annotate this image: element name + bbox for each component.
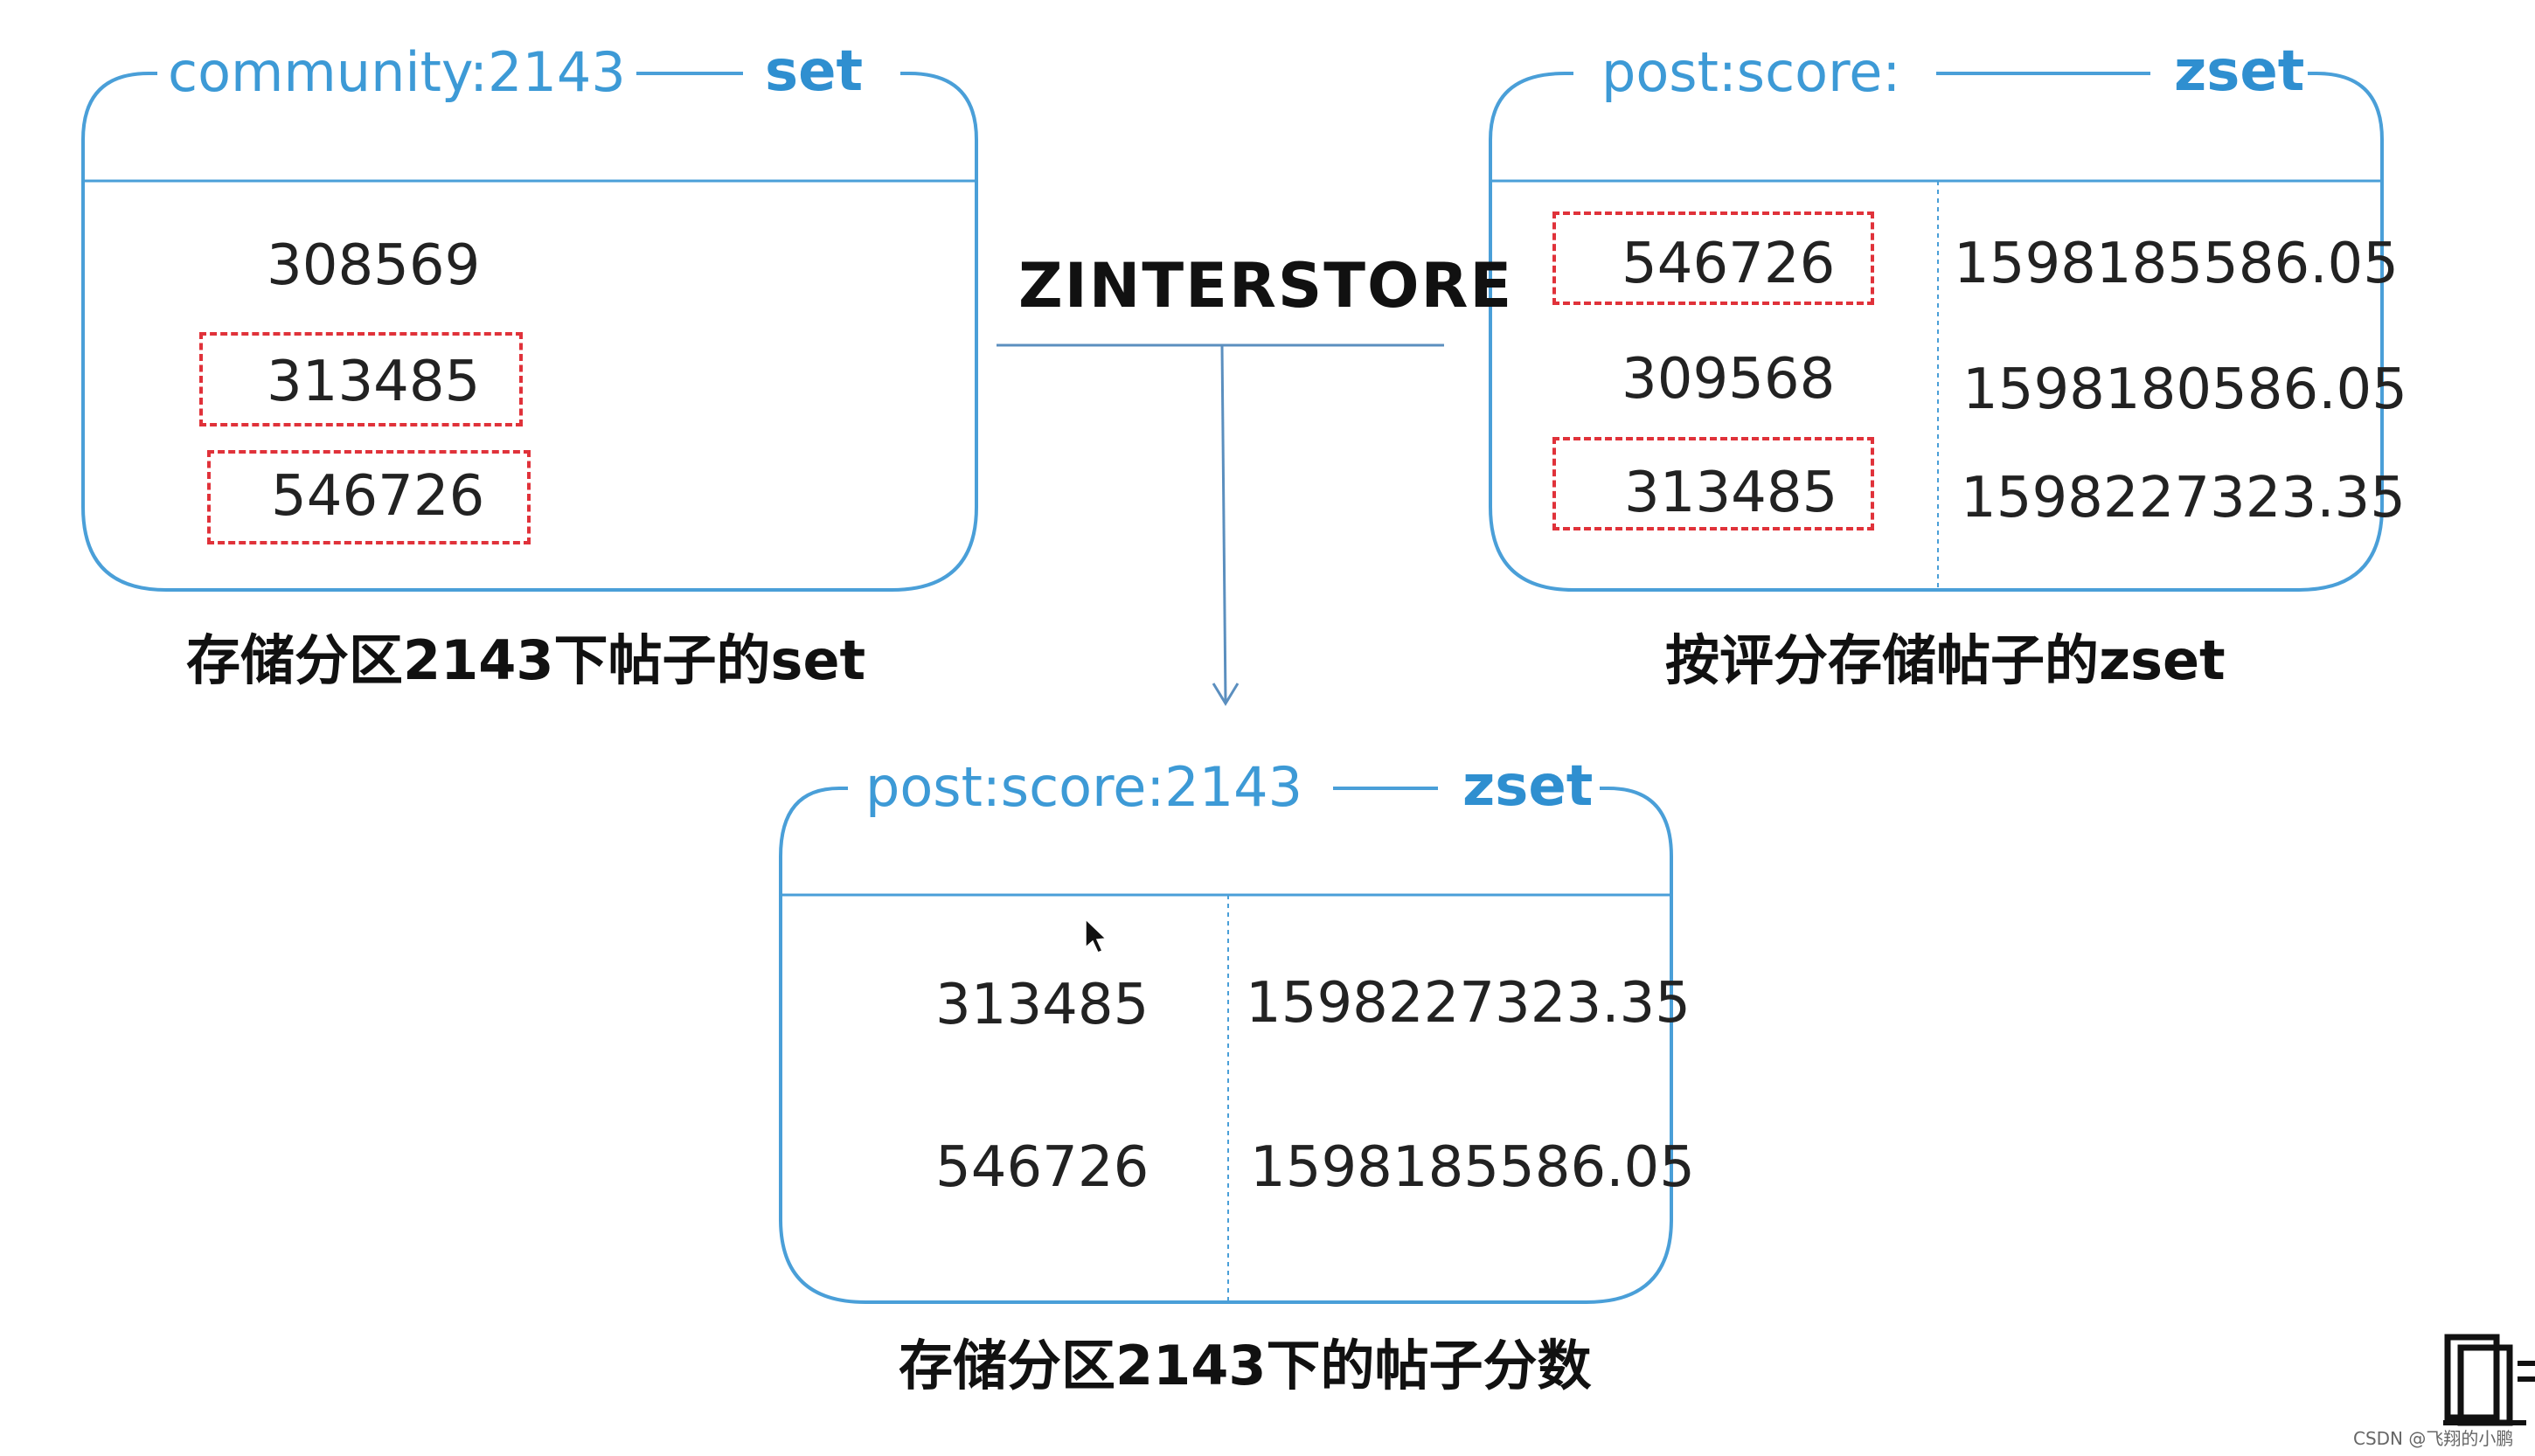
right-highlight-546726 <box>1552 211 1874 305</box>
right-highlight-313485 <box>1552 437 1874 530</box>
right-box-type: zset <box>2174 39 2305 104</box>
operation-arrow-head <box>1212 683 1240 706</box>
operation-arrow-shaft <box>1220 344 1227 703</box>
right-member-1: 546726 <box>1622 232 1836 296</box>
right-score-2: 1598180586.05 <box>1962 357 2407 422</box>
right-box-caption: 按评分存储帖子的zset <box>1665 628 2226 692</box>
result-score-1: 1598227323.35 <box>1246 971 1691 1036</box>
left-set-box-outline <box>81 72 978 592</box>
operation-label: ZINTERSTORE <box>1018 250 1514 322</box>
left-box-title: community:2143 <box>168 40 626 104</box>
result-box-caption: 存储分区2143下的帖子分数 <box>899 1334 1592 1397</box>
right-member-3: 313485 <box>1624 461 1838 525</box>
left-box-type: set <box>765 39 864 104</box>
left-box-caption: 存储分区2143下帖子的set <box>186 628 866 692</box>
result-member-2: 546726 <box>935 1135 1149 1200</box>
result-box-type: zset <box>1462 754 1594 819</box>
watermark: CSDN @飞翔的小鹏 <box>2353 1428 2514 1449</box>
right-score-3: 1598227323.35 <box>1961 466 2406 530</box>
right-member-2: 309568 <box>1622 347 1836 412</box>
left-member-3: 546726 <box>271 464 485 529</box>
left-member-2: 313485 <box>267 350 481 414</box>
result-score-2: 1598185586.05 <box>1250 1135 1695 1200</box>
left-highlight-546726 <box>207 450 531 544</box>
result-zset-box-outline <box>779 787 1673 1304</box>
right-box-title: post:score: <box>1601 40 1901 104</box>
result-box-title: post:score:2143 <box>865 755 1303 819</box>
left-member-1: 308569 <box>267 233 481 298</box>
right-zset-box-outline <box>1489 72 2384 592</box>
book-icon <box>2443 1334 2535 1426</box>
right-score-1: 1598185586.05 <box>1954 232 2399 296</box>
mouse-cursor-icon <box>1085 918 1108 953</box>
result-member-1: 313485 <box>935 973 1149 1037</box>
left-highlight-313485 <box>199 332 523 426</box>
